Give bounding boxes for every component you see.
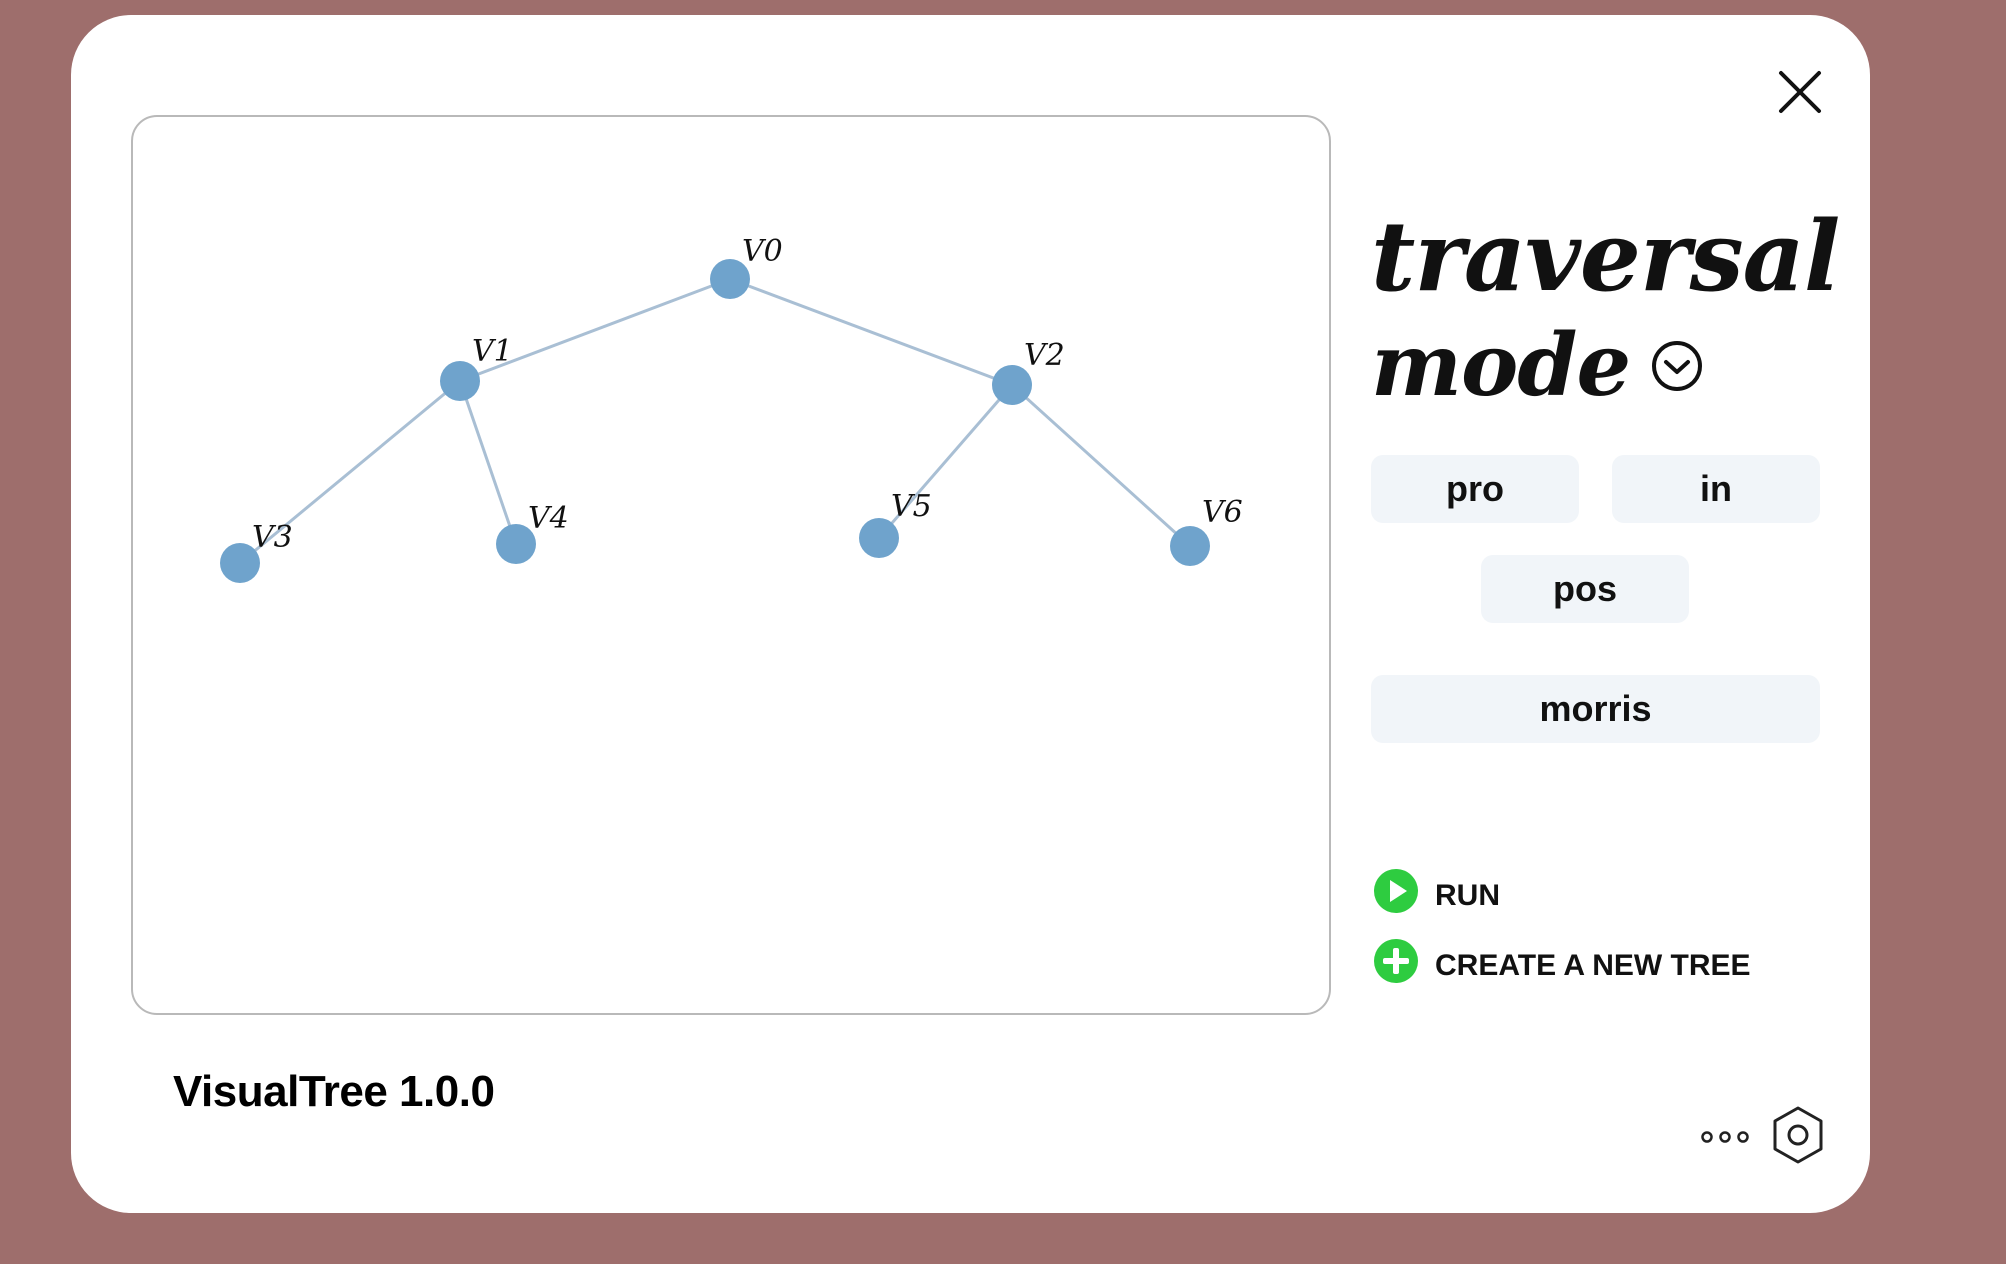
close-icon[interactable] — [1775, 67, 1825, 117]
tree-node-label-v6: V6 — [1202, 495, 1243, 530]
tree-node-v6[interactable] — [1170, 526, 1210, 566]
tree-edge-v0-v1 — [459, 277, 731, 383]
mode-button-pro[interactable]: pro — [1371, 455, 1579, 523]
mode-button-morris[interactable]: morris — [1371, 675, 1820, 743]
panel-title: traversal — [1371, 200, 1840, 313]
run-label: RUN — [1435, 879, 1500, 912]
tree-node-label-v3: V3 — [252, 520, 293, 555]
tree-edge-v2-v5 — [877, 384, 1014, 539]
hexagon-settings-icon[interactable] — [1771, 1105, 1825, 1165]
mode-label: mode — [1371, 315, 1631, 416]
mode-button-in[interactable]: in — [1612, 455, 1820, 523]
panel-subtitle: mode — [1371, 315, 1704, 416]
create-tree-button[interactable]: CREATE A NEW TREE — [1373, 938, 1751, 984]
app-version: VisualTree 1.0.0 — [173, 1067, 495, 1116]
tree-node-v0[interactable] — [710, 259, 750, 299]
tree-node-v1[interactable] — [440, 361, 480, 401]
tree-node-label-v2: V2 — [1024, 338, 1065, 373]
tree-edge-v0-v2 — [729, 277, 1013, 387]
tree-node-label-v4: V4 — [528, 501, 569, 536]
tree-edge-v1-v3 — [239, 379, 461, 565]
tree-node-v3[interactable] — [220, 543, 260, 583]
tree-edge-v2-v6 — [1010, 383, 1192, 548]
play-circle-icon — [1374, 869, 1418, 913]
tree-node-v5[interactable] — [859, 518, 899, 558]
chevron-down-circle-icon[interactable] — [1650, 339, 1704, 393]
tree-node-label-v1: V1 — [472, 334, 513, 369]
run-button[interactable]: RUN — [1373, 868, 1500, 914]
tree-node-label-v0: V0 — [742, 234, 783, 269]
tree-node-label-v5: V5 — [891, 489, 932, 524]
create-tree-label: CREATE A NEW TREE — [1435, 949, 1751, 982]
tree-edge-v1-v4 — [458, 380, 518, 545]
tree-node-v4[interactable] — [496, 524, 536, 564]
more-dots-icon[interactable] — [1701, 1127, 1749, 1147]
tree-node-v2[interactable] — [992, 365, 1032, 405]
plus-circle-icon — [1374, 939, 1418, 983]
mode-button-pos[interactable]: pos — [1481, 555, 1689, 623]
